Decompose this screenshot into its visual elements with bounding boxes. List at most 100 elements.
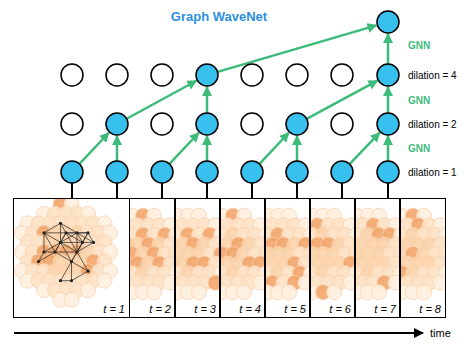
cell: [237, 285, 252, 300]
frame-illustration: [15, 199, 118, 307]
graph-link: [44, 252, 55, 253]
frame-illustration: [175, 208, 220, 300]
neuron-circle: [286, 64, 308, 86]
time-frame: t = 1: [13, 198, 130, 318]
input-stem: [251, 183, 253, 199]
graph-link: [39, 252, 56, 262]
neuron-circle: [331, 161, 353, 183]
time-frame: t = 3: [174, 198, 221, 318]
graph-link: [83, 242, 94, 243]
neuron-circle: [286, 161, 308, 183]
frame-illustration: [220, 208, 265, 300]
graph-link: [44, 233, 45, 252]
dilated-connection: [387, 34, 390, 64]
input-stem: [206, 183, 208, 199]
input-stem: [116, 183, 118, 199]
graph-link: [72, 252, 78, 262]
neuron-circle: [377, 113, 399, 135]
graph-vertex: [59, 222, 62, 225]
neuron-circle: [151, 113, 173, 135]
graph-link: [61, 280, 72, 281]
dilated-connection: [206, 136, 209, 161]
time-frame: t = 5: [264, 198, 311, 318]
input-stem: [161, 183, 163, 199]
graph-vertex: [64, 231, 67, 234]
graph-vertex: [37, 260, 40, 263]
neuron-circle: [331, 64, 353, 86]
neuron-circle: [196, 64, 218, 86]
graph-vertex: [42, 231, 45, 234]
input-stem: [341, 183, 343, 199]
cell: [327, 285, 342, 300]
graph-link: [77, 242, 94, 252]
graph-link: [77, 232, 88, 233]
graph-vertex: [86, 231, 89, 234]
neuron-circle: [61, 113, 83, 135]
dilated-connection: [350, 133, 380, 164]
neuron-circle: [196, 161, 218, 183]
dilation-label: dilation = 1: [408, 167, 457, 178]
frame-illustration: [400, 208, 445, 300]
dilation-label: dilation = 2: [408, 119, 457, 130]
graph-vertex: [59, 241, 62, 244]
neuron-circle: [61, 161, 83, 183]
time-step-label: t = 8: [418, 303, 442, 315]
axis-label: time: [430, 327, 451, 339]
frame-illustration: [130, 208, 175, 300]
input-stem: [296, 183, 298, 199]
time-step-label: t = 5: [283, 303, 307, 315]
neuron-circle: [331, 113, 353, 135]
time-step-label: t = 7: [373, 303, 397, 315]
graph-link: [61, 242, 83, 243]
graph-vertex: [75, 231, 78, 234]
neuron-circle: [241, 113, 263, 135]
neuron-circle: [196, 113, 218, 135]
neuron-circle: [106, 113, 128, 135]
dilated-connection: [260, 133, 289, 164]
cell: [64, 292, 79, 307]
frame-illustration: [355, 208, 400, 300]
time-frame: t = 6: [309, 198, 356, 318]
layer-label: GNN: [408, 143, 430, 154]
dilated-connection: [80, 133, 109, 164]
graph-link: [61, 262, 72, 281]
neuron-circle: [286, 113, 308, 135]
dilated-connection: [296, 136, 299, 161]
neuron-circle: [377, 161, 399, 183]
neuron-circle: [106, 161, 128, 183]
graph-link: [44, 232, 66, 233]
frame-illustration: [310, 208, 355, 300]
graph-link: [55, 252, 72, 262]
dilated-connection: [387, 87, 390, 113]
input-stem: [387, 183, 389, 199]
time-step-label: t = 2: [148, 303, 172, 315]
time-arrow: [14, 332, 423, 334]
cell: [97, 273, 112, 288]
graph-vertex: [70, 279, 73, 282]
time-step-label: t = 3: [193, 303, 217, 315]
frame-illustration: [265, 208, 310, 300]
time-step-label: t = 4: [238, 303, 262, 315]
graph-vertex: [75, 250, 78, 253]
graph-vertex: [81, 241, 84, 244]
dilated-connection: [116, 136, 119, 161]
time-frame: t = 7: [354, 198, 401, 318]
neuron-circle: [106, 64, 128, 86]
dilated-connection: [206, 87, 209, 113]
graph-vertex: [70, 260, 73, 263]
time-step-label: t = 6: [328, 303, 352, 315]
neuron-circle: [377, 11, 399, 33]
graph-vertex: [59, 279, 62, 282]
graph-link: [72, 262, 89, 272]
graph-vertex: [92, 241, 95, 244]
dilation-label: dilation = 4: [408, 70, 457, 81]
time-frame: t = 2: [129, 198, 176, 318]
cell: [433, 275, 445, 290]
dilated-connection: [170, 133, 199, 164]
input-stem: [71, 183, 73, 199]
neuron-circle: [241, 64, 263, 86]
graph-link: [88, 233, 94, 243]
graph-link: [71, 262, 72, 281]
cell: [417, 285, 432, 300]
